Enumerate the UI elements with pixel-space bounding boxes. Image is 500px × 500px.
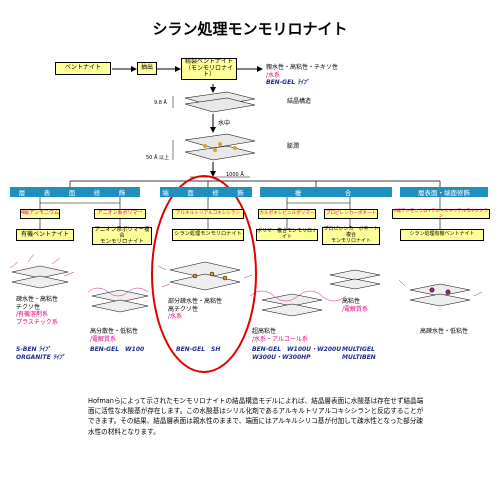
reagent-silane: アルキルトリアルコキシシラン: [172, 209, 244, 219]
crystal-carbonate: [329, 269, 381, 290]
crystal-silane: [157, 261, 253, 291]
crystal-anionic: [87, 287, 149, 313]
crystal-polymer: [249, 290, 347, 317]
highlight-ellipse: [151, 175, 257, 373]
crystal-silane-organic: [398, 279, 483, 307]
product-silane-mont: シラン処理モンモリロナイト: [172, 229, 244, 241]
product-anionic-composite: アニオン系ポリマー複合モンモリロナイト: [92, 227, 152, 245]
products-organic: S-BEN ﾗｲﾌﾟ ORGANITE ﾗｲﾌﾟ: [16, 346, 65, 361]
products-silane: BEN-GEL SH: [176, 346, 221, 353]
reagent-carboxyvinyl: カルボキシビニルポリマー: [258, 209, 316, 219]
reagent-propylene-carbonate: プロピレンカーボネート: [324, 209, 378, 219]
product-carbonate-composite: プロピレンカーボネート複合モンモリロナイト: [322, 226, 380, 245]
products-carbonate: MULTIGEL MULTIBEN: [342, 346, 376, 361]
properties-anionic: 高分散性・低粘性 /電解質系: [90, 328, 139, 343]
product-organic-bentonite: 有機ベントナイト: [16, 229, 74, 241]
category-edge: 端 面 修 飾: [160, 187, 252, 197]
properties-carbonate: 高粘性 /電解質系: [342, 298, 369, 313]
category-layer-surface: 層 表 面 修 飾: [10, 187, 140, 197]
crystal-stack-swollen: [184, 133, 256, 161]
crystal-organic: [9, 253, 75, 289]
water-label: 水中: [218, 120, 231, 127]
properties-polymer: 超高粘性 /水系・アルコール系: [252, 328, 308, 343]
spacing-label-1: 9.8 Å: [154, 100, 167, 106]
product-silane-organic: シラン処理有機ベントナイト: [400, 229, 484, 241]
crystal-stack-top: [184, 91, 256, 113]
page-title: シラン処理モンモリロナイト: [152, 20, 348, 38]
refined-bentonite-box: 精製ベントナイト （モンモリロナイト）: [181, 58, 237, 80]
crystal-structure-label: 結晶構造: [287, 98, 312, 105]
properties-silane: 部分疎水性・高粘性 高チクソ性 /水系: [168, 298, 223, 320]
swelling-label: 膨潤: [287, 143, 300, 150]
properties-organic: 疎水性・高粘性 チクソ性 /有機溶剤系 プラスチック系: [16, 296, 59, 326]
bentonite-box: ベントナイト: [55, 62, 111, 75]
extract-box: 抽出: [137, 62, 157, 75]
refined-properties: 親水性・高粘性・チキソ性 /水系 BEN-GEL ﾗｲﾌﾟ: [266, 64, 339, 86]
product-polymer-composite: ポリマー複合モンモリロナイト: [256, 228, 318, 241]
properties-silane-organic: 高疎水性・低粘性: [420, 328, 469, 335]
category-surface-edge: 層表面・端面修飾: [400, 187, 488, 197]
reagent-anionic-polymer: アニオン系ポリマー: [94, 209, 146, 219]
spacing-label-2: 50 Å 以上: [146, 155, 169, 161]
spacing-label-3: 1000 Å: [226, 172, 244, 178]
reagent-quaternary-silane: 4級アンモニウム+アルキルトリアルコキシシラン: [392, 209, 490, 219]
reagent-quaternary-ammonium: 4級アンモニウム: [20, 209, 60, 219]
explanation-text: Hofmanらによって示されたモンモリロナイトの結晶構造モデルによれば、結晶層表…: [88, 397, 424, 436]
products-polymer: BEN-GEL W100U・W200U W300U・W300HP: [252, 346, 342, 361]
category-composite: 複 合: [260, 187, 392, 197]
products-anionic: BEN-GEL W100: [90, 346, 145, 353]
